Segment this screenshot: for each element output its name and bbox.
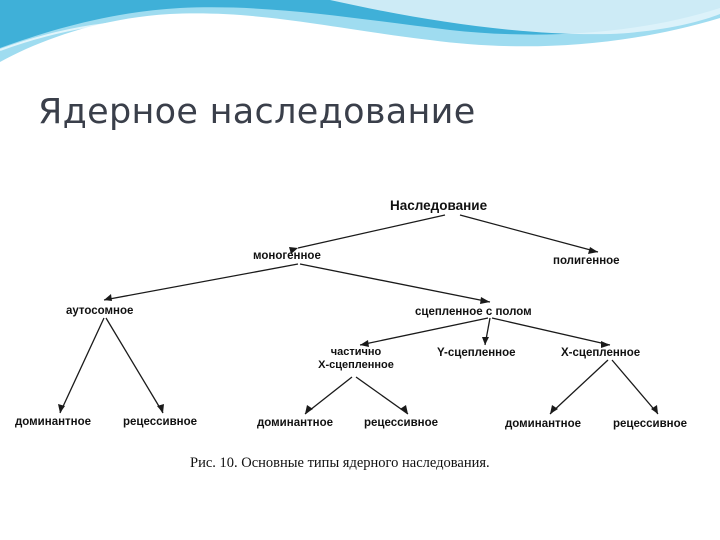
leaf-autosomal-dominant: доминантное <box>15 416 92 428</box>
node-x-linked: Х-сцепленное <box>561 347 641 359</box>
leaf-autosomal-recessive: рецессивное <box>123 416 198 428</box>
leaf-x-linked-dominant: доминантное <box>505 418 582 430</box>
leaf-partial-x-recessive: рецессивное <box>364 417 439 429</box>
node-sex-linked: сцепленное с полом <box>415 306 532 318</box>
leaf-x-linked-recessive: рецессивное <box>613 418 688 430</box>
header-wave-decoration <box>0 0 720 62</box>
node-inheritance-root: Наследование <box>390 198 488 213</box>
node-y-linked: Y-сцепленное <box>437 347 516 359</box>
node-partially-x-linked: частично Х-сцепленное <box>302 346 410 372</box>
node-polygenic: полигенное <box>553 255 620 267</box>
leaf-partial-x-dominant: доминантное <box>257 417 334 429</box>
node-partially-x-linked-line2: Х-сцепленное <box>318 359 394 371</box>
node-autosomal: аутосомное <box>66 305 134 317</box>
node-monogenic: моногенное <box>253 250 321 262</box>
slide-title: Ядерное наследование <box>38 92 476 132</box>
figure-caption: Рис. 10. Основные типы ядерного наследов… <box>190 455 490 471</box>
node-partially-x-linked-line1: частично <box>330 346 382 358</box>
